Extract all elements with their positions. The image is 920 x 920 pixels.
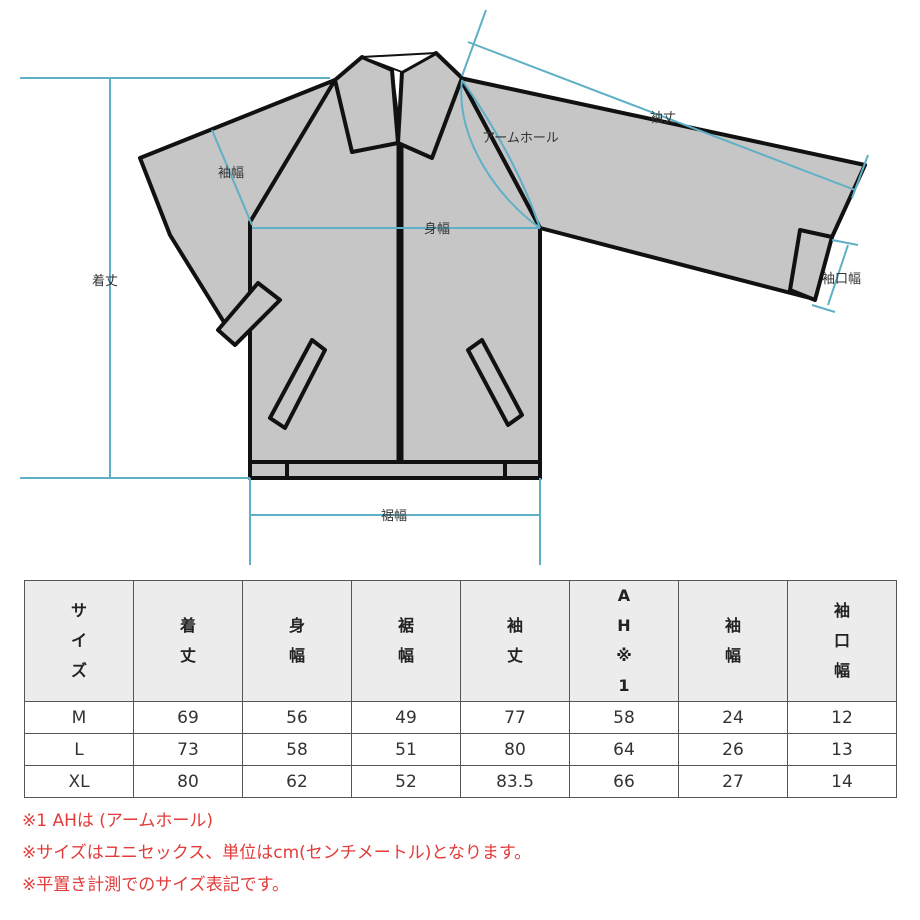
cell-armhole: 58 — [569, 701, 679, 734]
left-pocket — [268, 338, 327, 430]
header-cuff-width: 袖口幅 — [787, 580, 897, 702]
cell-cuff-width: 12 — [787, 701, 897, 734]
table-row: XL 80 62 52 83.5 66 27 14 — [24, 765, 897, 798]
header-length: 着丈 — [133, 580, 243, 702]
header-body-width: 身幅 — [242, 580, 352, 702]
cell-hem-width: 52 — [351, 765, 461, 798]
cell-hem-width: 51 — [351, 733, 461, 766]
jacket-illustration — [138, 51, 867, 480]
collar-right — [396, 51, 464, 160]
cell-sleeve-width: 26 — [678, 733, 788, 766]
table-row: M 69 56 49 77 58 24 12 — [24, 701, 897, 734]
collar-inner — [361, 52, 437, 73]
cell-sleeve-length: 80 — [460, 733, 570, 766]
note-armhole: ※1 AHは (アームホール) — [22, 811, 214, 831]
label-armhole: アームホール — [482, 131, 559, 146]
cell-cuff-width: 14 — [787, 765, 897, 798]
right-cuff — [788, 228, 834, 302]
cell-armhole: 64 — [569, 733, 679, 766]
cell-size: M — [24, 701, 134, 734]
cell-sleeve-length: 83.5 — [460, 765, 570, 798]
right-pocket — [466, 338, 524, 427]
table-header-row: サイズ 着丈 身幅 裾幅 袖丈 AH※1 袖幅 袖口幅 — [24, 580, 897, 702]
cell-body-width: 62 — [242, 765, 352, 798]
label-sleeve-length: 袖丈 — [650, 111, 676, 126]
label-sleeve-width: 袖幅 — [218, 166, 244, 181]
cell-size: XL — [24, 765, 134, 798]
header-sleeve-length: 袖丈 — [460, 580, 570, 702]
dimension-lines — [20, 9, 869, 565]
size-table: サイズ 着丈 身幅 裾幅 袖丈 AH※1 袖幅 袖口幅 M 69 56 49 7… — [24, 580, 897, 798]
label-length: 着丈 — [92, 273, 118, 289]
note-flat-measurement: ※平置き計測でのサイズ表記です。 — [22, 875, 290, 895]
label-hem-width: 裾幅 — [381, 509, 407, 524]
label-cuff-width: 袖口幅 — [822, 272, 861, 287]
header-size: サイズ — [24, 580, 134, 702]
label-body-width: 身幅 — [424, 221, 450, 237]
left-cuff — [216, 281, 282, 347]
jacket-measurement-diagram: 袖丈 アームホール 袖幅 身幅 着丈 袖口幅 裾幅 — [20, 9, 869, 565]
cell-sleeve-width: 27 — [678, 765, 788, 798]
cell-cuff-width: 13 — [787, 733, 897, 766]
cell-length: 80 — [133, 765, 243, 798]
cell-sleeve-length: 77 — [460, 701, 570, 734]
cell-body-width: 56 — [242, 701, 352, 734]
cell-length: 73 — [133, 733, 243, 766]
table-row: L 73 58 51 80 64 26 13 — [24, 733, 897, 766]
note-unisex-units: ※サイズはユニセックス、単位はcm(センチメートル)となります。 — [22, 843, 532, 863]
collar-left — [333, 55, 400, 154]
cell-body-width: 58 — [242, 733, 352, 766]
notes: ※1 AHは (アームホール) ※サイズはユニセックス、単位はcm(センチメート… — [22, 805, 531, 901]
header-armhole: AH※1 — [569, 580, 679, 702]
cell-size: L — [24, 733, 134, 766]
cell-length: 69 — [133, 701, 243, 734]
hem-band — [248, 460, 542, 480]
header-sleeve-width: 袖幅 — [678, 580, 788, 702]
header-hem-width: 裾幅 — [351, 580, 461, 702]
cell-armhole: 66 — [569, 765, 679, 798]
cell-hem-width: 49 — [351, 701, 461, 734]
cell-sleeve-width: 24 — [678, 701, 788, 734]
